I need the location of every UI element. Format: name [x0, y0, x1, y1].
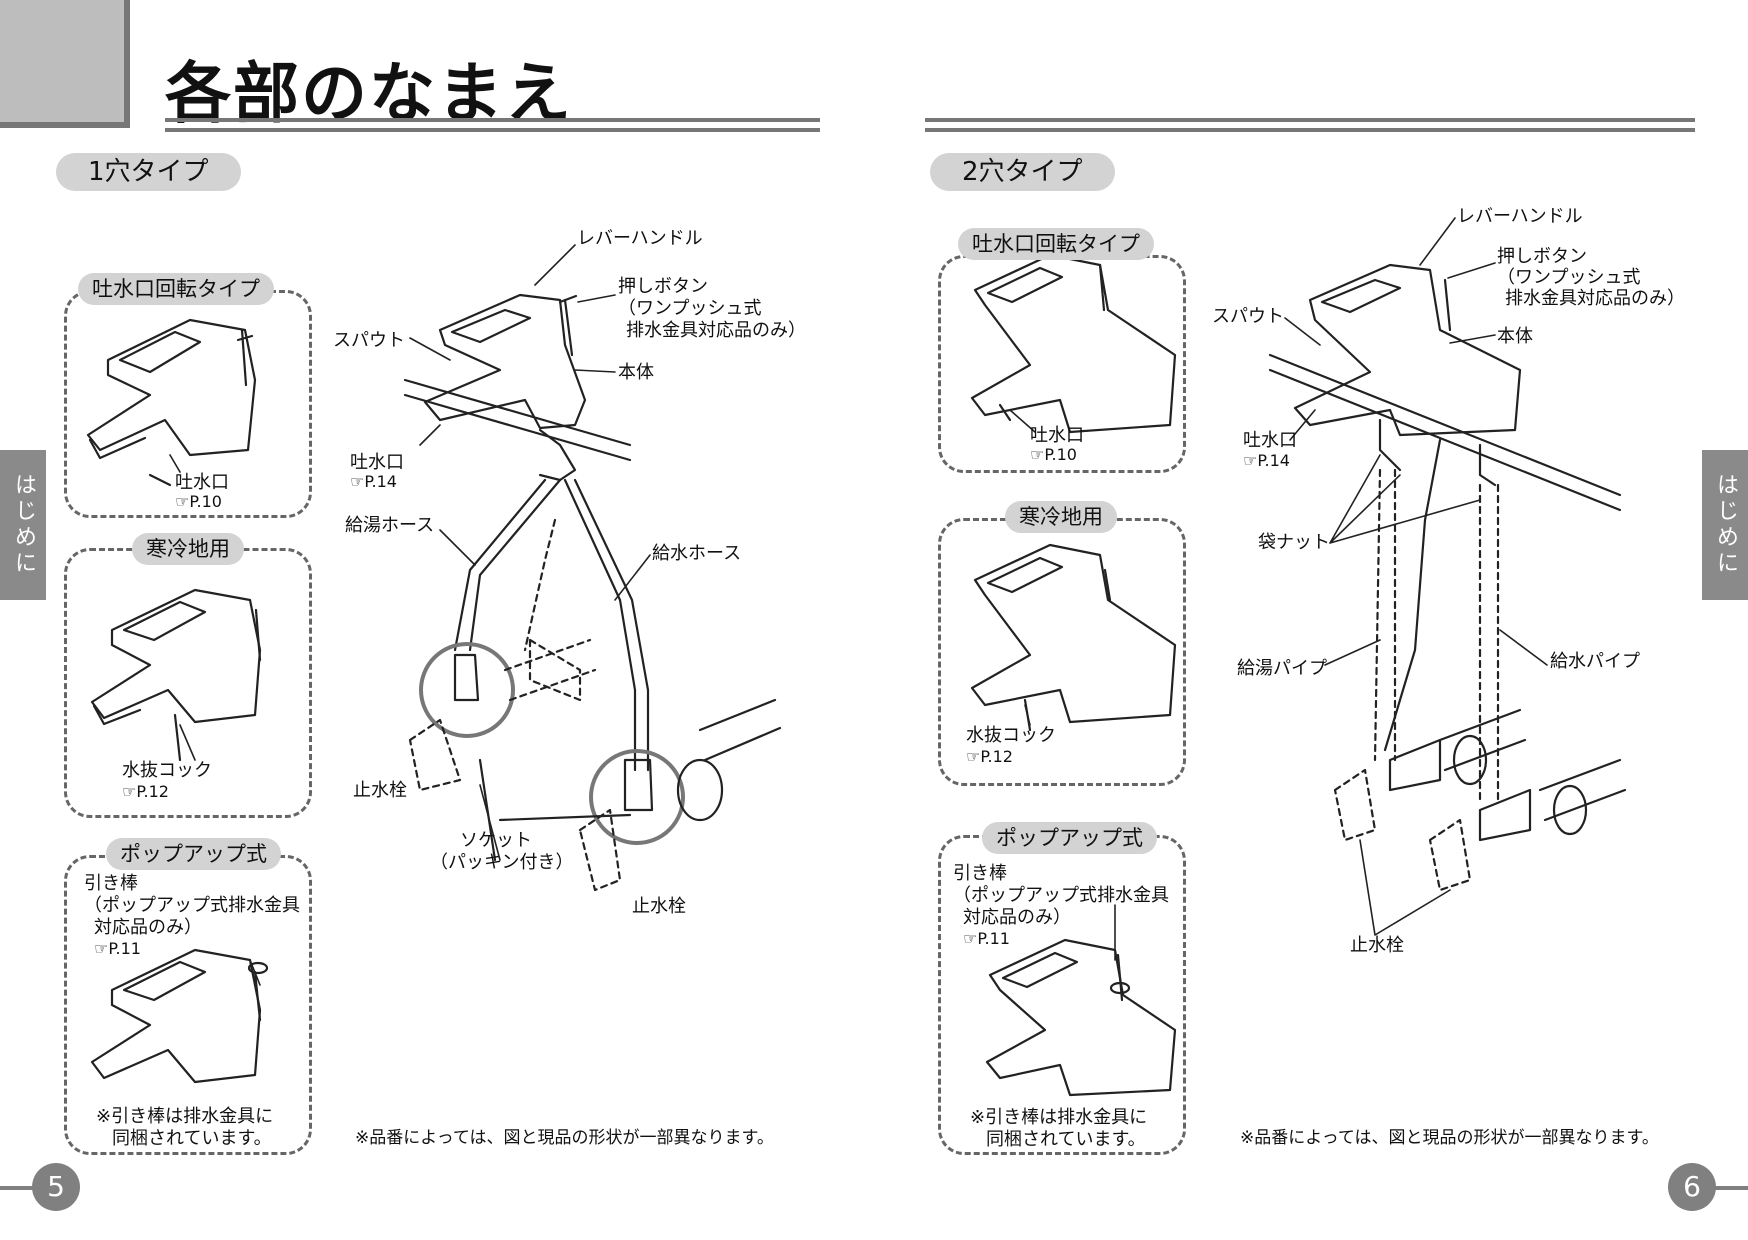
popup-note-right-2: 同梱されています。: [986, 1129, 1146, 1150]
leader-lines: [169, 217, 1548, 986]
faucet-drawing-popup-left: [90, 948, 269, 1084]
faucet-drawing-main-right: [1268, 263, 1627, 892]
label-stop-valve-right: 止水栓: [1350, 935, 1404, 956]
pointing-hand-icon: ☞: [175, 492, 190, 511]
ref-text: P.10: [1044, 445, 1077, 464]
label-outlet-right: 吐水口: [1243, 430, 1297, 451]
ref-p14-right: ☞P.14: [1243, 451, 1290, 470]
ref-text: P.11: [108, 939, 141, 958]
label-outlet-small-left: 吐水口: [175, 472, 229, 493]
label-button-left-2: （ワンプッシュ式: [618, 298, 762, 319]
ref-p14-left: ☞P.14: [350, 472, 397, 491]
label-pull-rod-right-3: 対応品のみ）: [963, 907, 1071, 928]
ref-p12-left: ☞P.12: [122, 782, 169, 801]
pointing-hand-icon: ☞: [122, 782, 137, 801]
label-outlet-small-right: 吐水口: [1030, 425, 1084, 446]
side-tab-right: はじめに: [1702, 450, 1748, 600]
ref-p11-left: ☞P.11: [94, 939, 141, 958]
label-pull-rod-right: 引き棒: [953, 863, 1007, 884]
box-title-spout-rotate-right: 吐水口回転タイプ: [958, 228, 1154, 260]
ref-text: P.12: [980, 747, 1013, 766]
label-hot-pipe: 給湯パイプ: [1237, 658, 1327, 679]
box-title-popup-right: ポップアップ式: [982, 822, 1157, 854]
label-stop-valve-left-b: 止水栓: [632, 896, 686, 917]
label-pull-rod-left-3: 対応品のみ）: [94, 917, 202, 938]
label-drain-cock-right: 水抜コック: [966, 725, 1056, 746]
type-label-1hole: 1穴タイプ: [56, 153, 241, 191]
label-pull-rod-left: 引き棒: [84, 873, 138, 894]
label-button-left-1: 押しボタン: [618, 276, 708, 297]
type-label-2hole: 2穴タイプ: [930, 153, 1115, 191]
page-number-left: 5: [32, 1163, 80, 1211]
faucet-drawing-cold-left: [90, 588, 262, 762]
pointing-hand-icon: ☞: [1030, 445, 1045, 464]
label-outlet-left: 吐水口: [350, 452, 404, 473]
pointing-hand-icon: ☞: [966, 747, 981, 766]
label-spout-left: スパウト: [333, 330, 405, 351]
faucet-drawing-main-left: [403, 293, 782, 892]
side-tab-left: はじめに: [0, 450, 46, 600]
header-rule-right: [925, 118, 1695, 132]
popup-note-left-1: ※引き棒は排水金具に: [96, 1106, 274, 1127]
label-button-right-1: 押しボタン: [1497, 246, 1587, 267]
label-drain-cock-left: 水抜コック: [122, 760, 212, 781]
pointing-hand-icon: ☞: [94, 939, 109, 958]
ref-text: P.14: [364, 472, 397, 491]
label-button-right-2: （ワンプッシュ式: [1497, 267, 1641, 288]
label-pull-rod-right-2: （ポップアップ式排水金具: [953, 885, 1169, 906]
label-hot-hose: 給湯ホース: [345, 515, 435, 536]
ref-p10-left: ☞P.10: [175, 492, 222, 511]
ref-p11-right: ☞P.11: [963, 929, 1010, 948]
label-lever-right: レバーハンドル: [1457, 206, 1583, 227]
pointing-hand-icon: ☞: [1243, 451, 1258, 470]
ref-p12-right: ☞P.12: [966, 747, 1013, 766]
page-number-right: 6: [1668, 1163, 1716, 1211]
ref-text: P.12: [136, 782, 169, 801]
label-body-right: 本体: [1497, 326, 1533, 347]
label-button-right-3: 排水金具対応品のみ）: [1505, 288, 1685, 309]
label-button-left-3: 排水金具対応品のみ）: [626, 320, 806, 341]
page-number-line-left: [0, 1186, 36, 1190]
label-body-left: 本体: [618, 362, 654, 383]
label-socket-1: ソケット: [460, 830, 532, 851]
popup-note-left-2: 同梱されています。: [112, 1128, 272, 1149]
box-title-cold-left: 寒冷地用: [132, 533, 244, 565]
header-rule-left: [165, 118, 820, 132]
label-cold-hose: 給水ホース: [652, 543, 742, 564]
label-lever-left: レバーハンドル: [577, 228, 703, 249]
page-number-line-right: [1712, 1186, 1748, 1190]
pointing-hand-icon: ☞: [350, 472, 365, 491]
faucet-drawing-cold-right: [970, 543, 1177, 732]
ref-text: P.11: [977, 929, 1010, 948]
label-socket-2: （パッキン付き）: [430, 852, 574, 873]
box-title-cold-right: 寒冷地用: [1005, 501, 1117, 533]
box-title-popup-left: ポップアップ式: [106, 838, 281, 870]
box-title-spout-rotate-left: 吐水口回転タイプ: [78, 273, 274, 305]
label-stop-valve-left-a: 止水栓: [353, 780, 407, 801]
popup-note-right-1: ※引き棒は排水金具に: [970, 1107, 1148, 1128]
note-right: ※品番によっては、図と現品の形状が一部異なります。: [1240, 1128, 1659, 1148]
faucet-drawing-spout-rotate-right: [970, 253, 1177, 434]
ref-p10-right: ☞P.10: [1030, 445, 1077, 464]
ref-text: P.10: [189, 492, 222, 511]
label-bag-nut: 袋ナット: [1258, 532, 1330, 553]
title-block: [0, 0, 130, 128]
label-pull-rod-left-2: （ポップアップ式排水金具: [84, 895, 300, 916]
ref-text: P.14: [1257, 451, 1290, 470]
label-cold-pipe: 給水パイプ: [1550, 651, 1640, 672]
label-spout-right: スパウト: [1212, 306, 1284, 327]
faucet-drawing-spout-rotate-left: [86, 318, 257, 487]
note-left: ※品番によっては、図と現品の形状が一部異なります。: [355, 1128, 774, 1148]
pointing-hand-icon: ☞: [963, 929, 978, 948]
